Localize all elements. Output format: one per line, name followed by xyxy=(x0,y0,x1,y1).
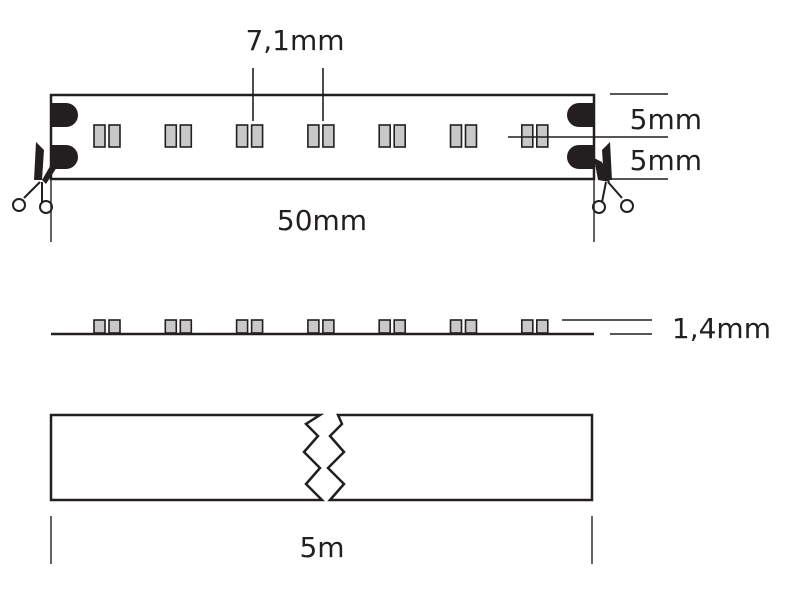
led-chip-top xyxy=(108,124,121,148)
led-chip-top xyxy=(235,124,249,148)
led-chip-top xyxy=(449,124,463,148)
led-chip-side xyxy=(535,319,549,334)
led-chip-top xyxy=(535,124,549,148)
reel-length-label: 5m xyxy=(299,531,344,564)
led-chip-top xyxy=(520,124,534,148)
led-pitch-label: 7,1mm xyxy=(245,24,344,57)
led-chip-side xyxy=(179,319,193,334)
scissors-icon xyxy=(12,142,59,214)
led-chip-side xyxy=(307,319,320,334)
reel-left-part xyxy=(49,413,326,502)
led-chip-top xyxy=(307,124,320,148)
strip-side-view: 1,4mm xyxy=(51,312,771,345)
half-width-bottom-label: 5mm xyxy=(630,144,702,177)
led-chip-side xyxy=(520,319,534,334)
led-chip-side xyxy=(93,319,106,334)
led-chip-top xyxy=(179,124,193,148)
led-row-top xyxy=(93,124,549,148)
thickness-label: 1,4mm xyxy=(672,312,771,345)
led-chip-top xyxy=(93,124,106,148)
led-chip-side xyxy=(464,319,478,334)
led-chip-side xyxy=(108,319,121,334)
led-chip-side xyxy=(164,319,178,334)
led-chip-side xyxy=(449,319,463,334)
led-chip-top xyxy=(322,124,335,148)
led-row-side xyxy=(93,319,549,334)
led-chip-side xyxy=(393,319,407,334)
led-chip-top xyxy=(164,124,178,148)
strip-reel-view: 5m xyxy=(49,413,594,564)
scissors-icon xyxy=(592,142,634,214)
led-chip-top xyxy=(393,124,407,148)
led-chip-top xyxy=(378,124,392,148)
led-chip-side xyxy=(250,319,264,334)
led-chip-top xyxy=(464,124,478,148)
strip-top-view: 7,1mm 5mm 5mm 50mm xyxy=(12,24,702,242)
led-chip-side xyxy=(378,319,392,334)
half-width-top-label: 5mm xyxy=(630,103,702,136)
led-chip-side xyxy=(322,319,335,334)
reel-right-part xyxy=(326,413,594,502)
led-chip-top xyxy=(250,124,264,148)
led-chip-side xyxy=(235,319,249,334)
cut-length-label: 50mm xyxy=(277,204,367,237)
